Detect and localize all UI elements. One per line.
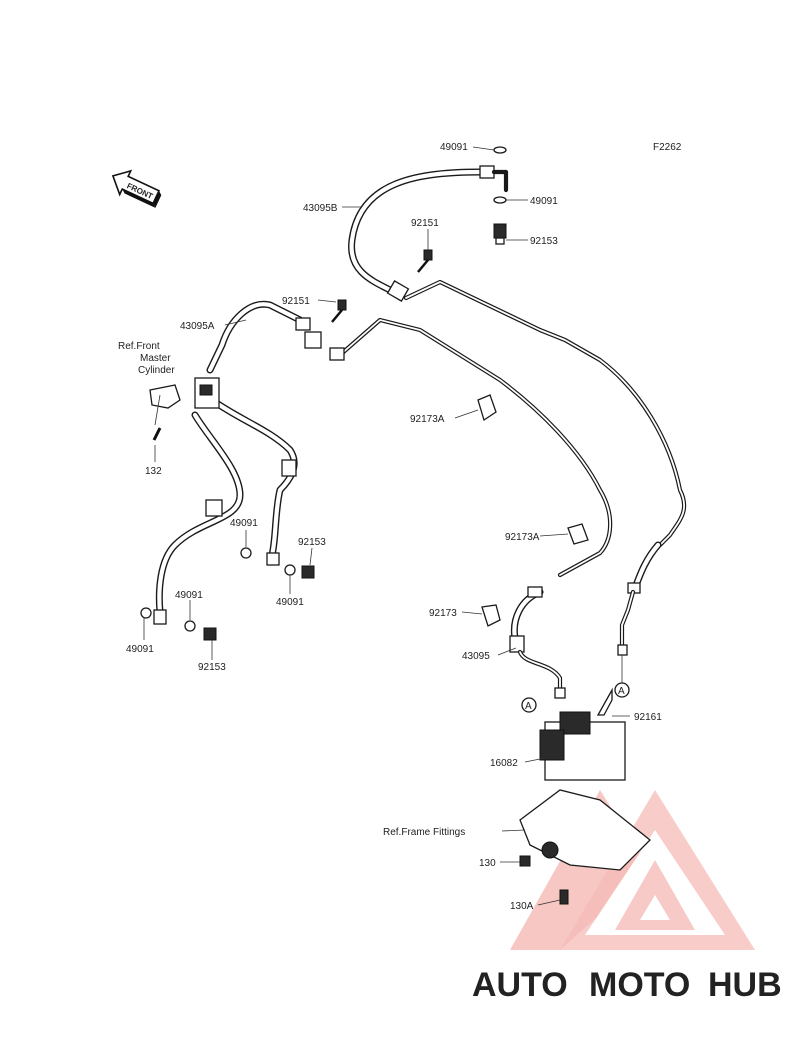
label-ref-front-2: Master bbox=[140, 353, 171, 364]
washers bbox=[140, 547, 296, 632]
bolt-92151-mid bbox=[331, 299, 347, 323]
abs-bracket bbox=[519, 789, 651, 905]
label-92173A-lower: 92173A bbox=[505, 532, 540, 543]
label-49091-mid2: 49091 bbox=[276, 597, 304, 608]
hose-left-upper bbox=[208, 396, 298, 566]
hose-right-short bbox=[627, 541, 662, 594]
label-132: 132 bbox=[145, 466, 162, 477]
junction-block bbox=[194, 377, 220, 409]
hose-43095A bbox=[206, 300, 322, 374]
label-43095A: 43095A bbox=[180, 321, 215, 332]
hose-left-lower bbox=[153, 411, 244, 625]
master-cylinder-bracket bbox=[149, 384, 181, 426]
label-92153-mid: 92153 bbox=[298, 537, 326, 548]
pipe-right-down bbox=[617, 589, 636, 656]
label-130A: 130A bbox=[510, 901, 534, 912]
label-49091-mid: 49091 bbox=[230, 518, 258, 529]
leader-lines bbox=[143, 146, 630, 906]
bolt-92151-top bbox=[417, 249, 433, 273]
label-92161: 92161 bbox=[634, 712, 662, 723]
watermark-moto: MOTO bbox=[589, 966, 690, 1004]
circle-a-right-text: A bbox=[618, 686, 625, 697]
label-16082: 16082 bbox=[490, 758, 518, 769]
label-49091-left: 49091 bbox=[126, 644, 154, 655]
pipe-middle-long bbox=[329, 317, 613, 578]
watermark-auto: AUTO bbox=[472, 966, 568, 1004]
bolt-132 bbox=[152, 427, 162, 441]
clamp-92173 bbox=[481, 604, 501, 627]
bolt-92153-mid bbox=[301, 565, 315, 579]
banjo-top bbox=[479, 146, 509, 245]
label-92153-top: 92153 bbox=[530, 236, 558, 247]
hose-43095 bbox=[509, 586, 544, 653]
label-130: 130 bbox=[479, 858, 496, 869]
watermark-hub: HUB bbox=[708, 966, 782, 1004]
watermark-text: AUTO MOTO HUB bbox=[472, 966, 782, 1004]
label-ref-front-1: Ref.Front bbox=[118, 341, 160, 352]
label-92173: 92173 bbox=[429, 608, 457, 619]
label-43095B: 43095B bbox=[303, 203, 338, 214]
label-92151-mid: 92151 bbox=[282, 296, 310, 307]
clamp-92173A-upper bbox=[477, 394, 497, 422]
label-ref-front-3: Cylinder bbox=[138, 365, 175, 376]
label-92173A-upper: 92173A bbox=[410, 414, 445, 425]
label-49091-top: 49091 bbox=[440, 142, 468, 153]
pipe-abs-in bbox=[517, 649, 566, 699]
label-49091-top-right: 49091 bbox=[530, 196, 558, 207]
abs-unit bbox=[539, 687, 626, 781]
circle-a-left-text: A bbox=[525, 701, 532, 712]
pipe-right-long bbox=[403, 279, 687, 548]
bolt-92153-left bbox=[203, 627, 217, 641]
label-92153-left: 92153 bbox=[198, 662, 226, 673]
label-43095: 43095 bbox=[462, 651, 490, 662]
figure-id: F2262 bbox=[653, 142, 682, 153]
circle-marker-a-left: A bbox=[521, 697, 537, 713]
front-arrow-icon: FRONT bbox=[111, 169, 162, 208]
label-ref-frame: Ref.Frame Fittings bbox=[383, 827, 465, 838]
label-92151-top: 92151 bbox=[411, 218, 439, 229]
clamp-92173A-lower bbox=[567, 523, 589, 545]
label-49091-left2: 49091 bbox=[175, 590, 203, 601]
circle-marker-a-right: A bbox=[614, 655, 630, 698]
hose-43095B bbox=[348, 168, 486, 302]
